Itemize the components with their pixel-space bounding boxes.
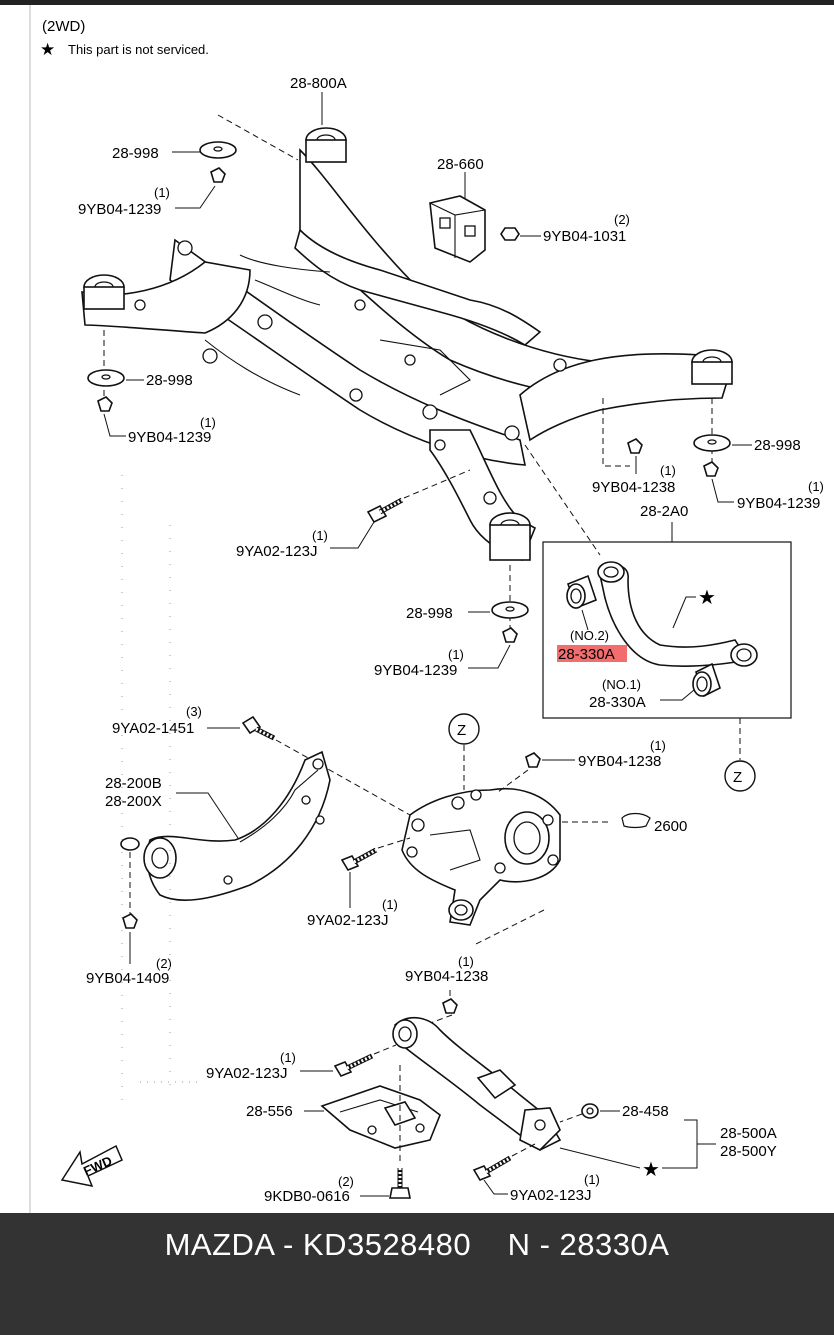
- label-9yb04-1031: 9YB04-1031: [543, 228, 626, 245]
- label-28-556: 28-556: [246, 1103, 293, 1120]
- label-28-998-top: 28-998: [112, 145, 159, 162]
- reference-z-right: Z: [724, 760, 756, 792]
- label-28-200x: 28-200X: [105, 793, 162, 810]
- label-2600: 2600: [654, 818, 687, 835]
- fwd-label: FWD: [81, 1153, 114, 1179]
- label-9yb04-1409: 9YB04-1409: [86, 970, 169, 987]
- top-border: [0, 0, 834, 5]
- qty-9yb04-1031: (2): [614, 212, 630, 227]
- bracket-28-660: [429, 195, 486, 263]
- bushing-no2-position: (NO.2): [570, 628, 609, 643]
- label-28-998-right: 28-998: [754, 437, 801, 454]
- qty-9yb04-1238-lower: (1): [458, 954, 474, 969]
- label-9yb04-1239-lower: 9YB04-1239: [374, 662, 457, 679]
- forward-arrow-icon: FWD: [60, 1144, 123, 1188]
- label-28-800a: 28-800A: [290, 75, 347, 92]
- label-28-330a-highlighted: 28-330A: [558, 646, 615, 663]
- detail-box: [542, 541, 792, 719]
- label-9kdb0-0616: 9KDB0-0616: [264, 1188, 350, 1205]
- qty-9yb04-1238-knuckle: (1): [650, 738, 666, 753]
- drive-type-label: (2WD): [42, 18, 85, 35]
- bolt-icon: [366, 497, 404, 524]
- knuckle: [401, 787, 561, 926]
- label-9yb04-1238-lower: 9YB04-1238: [405, 968, 488, 985]
- nut-icon: [703, 461, 719, 477]
- qty-9yb04-1238-right: (1): [660, 463, 676, 478]
- qty-9ya02-1451: (3): [186, 704, 202, 719]
- subframe-crossmember: [81, 127, 733, 562]
- cover-28-556: [320, 1085, 441, 1149]
- bolt-icon: [340, 847, 378, 871]
- label-28-330a: 28-330A: [589, 694, 646, 711]
- qty-9ya02-123j-center: (1): [312, 528, 328, 543]
- bolt-icon: [472, 1155, 512, 1181]
- svg-text:Z: Z: [457, 722, 466, 739]
- exploded-parts-diagram: (2WD) ★ This part is not serviced.: [0, 0, 834, 1213]
- label-9yb04-1238-knuckle: 9YB04-1238: [578, 753, 661, 770]
- qty-9ya02-123j-rear: (1): [584, 1172, 600, 1187]
- star-icon: ★: [698, 585, 716, 609]
- star-icon: ★: [642, 1157, 660, 1181]
- label-28-458: 28-458: [622, 1103, 669, 1120]
- label-9ya02-123j-knuckle: 9YA02-123J: [307, 912, 388, 929]
- upper-arm-28-2a0: [597, 561, 758, 667]
- lower-arm-28-500a: [392, 1016, 562, 1151]
- star-icon: ★: [40, 40, 55, 60]
- qty-9yb04-1239-right: (1): [808, 479, 824, 494]
- not-serviced-note: This part is not serviced.: [68, 42, 209, 57]
- label-9ya02-123j-rear: 9YA02-123J: [510, 1187, 591, 1204]
- bushing-no2-icon: [566, 574, 597, 610]
- screw-icon: [389, 1168, 411, 1199]
- part-number-banner: MAZDA - KD3528480 N - 28330A: [0, 1213, 834, 1335]
- bushing-no1-icon: [692, 662, 721, 698]
- qty-9kdb0-0616: (2): [338, 1174, 354, 1189]
- label-9ya02-123j-center: 9YA02-123J: [236, 543, 317, 560]
- highlight-box: [557, 645, 627, 662]
- label-28-500y: 28-500Y: [720, 1143, 777, 1160]
- nut-icon: [525, 752, 541, 768]
- nut-icon: [122, 913, 138, 929]
- qty-9ya02-123j-lower: (1): [280, 1050, 296, 1065]
- label-28-998-mid: 28-998: [146, 372, 193, 389]
- nut-icon: [442, 998, 458, 1014]
- qty-9ya02-123j-knuckle: (1): [382, 897, 398, 912]
- part-number-text: MAZDA - KD3528480 N - 28330A: [164, 1227, 670, 1262]
- svg-text:Z: Z: [733, 769, 742, 786]
- nut-icon: [210, 167, 226, 183]
- label-28-500a: 28-500A: [720, 1125, 777, 1142]
- qty-9yb04-1239-lower: (1): [448, 647, 464, 662]
- nut-icon: [627, 438, 643, 454]
- nut-icon: [97, 396, 113, 412]
- label-9yb04-1239-top: 9YB04-1239: [78, 201, 161, 218]
- label-28-2a0: 28-2A0: [640, 503, 688, 520]
- qty-9yb04-1239-top: (1): [154, 185, 170, 200]
- nut-icon: [500, 227, 520, 241]
- label-9yb04-1239-right: 9YB04-1239: [737, 495, 820, 512]
- label-28-200b: 28-200B: [105, 775, 162, 792]
- label-9ya02-123j-lower: 9YA02-123J: [206, 1065, 287, 1082]
- label-9ya02-1451: 9YA02-1451: [112, 720, 194, 737]
- bolt-icon: [333, 1053, 374, 1077]
- label-28-998-lower: 28-998: [406, 605, 453, 622]
- qty-9yb04-1409: (2): [156, 956, 172, 971]
- trailing-arm-28-200b: [120, 750, 331, 901]
- label-9yb04-1239-mid: 9YB04-1239: [128, 429, 211, 446]
- bushing-no1-position: (NO.1): [602, 677, 641, 692]
- reference-z-left: Z: [448, 713, 480, 745]
- hand-pointer-icon: [621, 812, 651, 829]
- nut-icon: [502, 627, 518, 643]
- label-9yb04-1238-right: 9YB04-1238: [592, 479, 675, 496]
- qty-9yb04-1239-mid: (1): [200, 415, 216, 430]
- bolt-icon: [241, 715, 276, 741]
- label-28-660: 28-660: [437, 156, 484, 173]
